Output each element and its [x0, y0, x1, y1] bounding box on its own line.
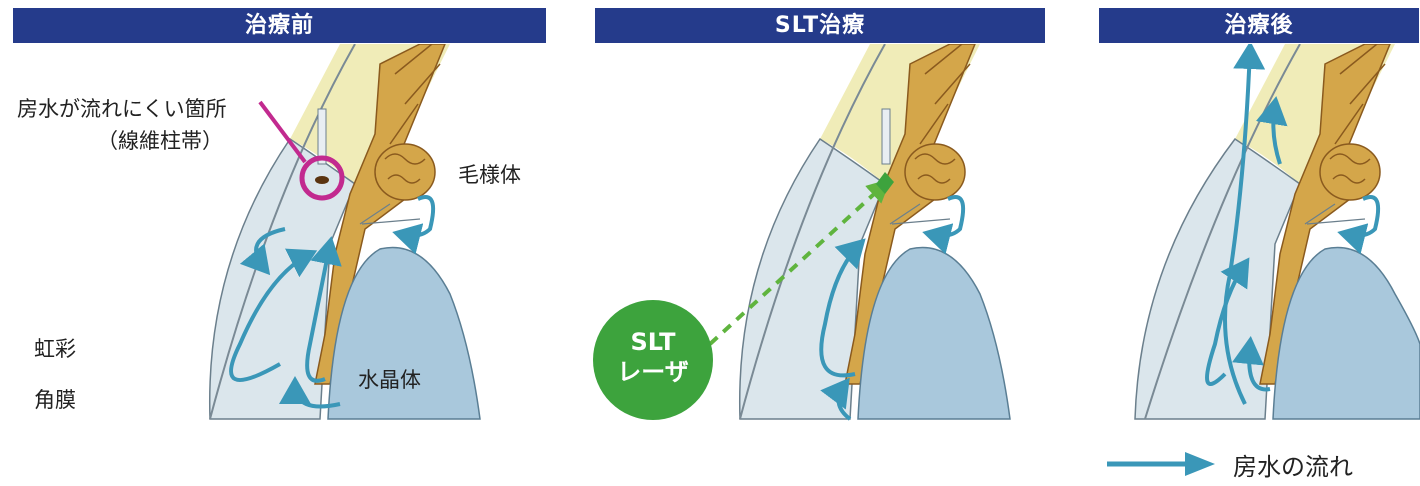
- eye-diagram-slt: [708, 44, 1011, 421]
- slt-laser-badge: [593, 300, 713, 420]
- eye-diagram-before: [208, 44, 481, 420]
- label-lens: 水晶体: [358, 368, 421, 392]
- highlight-pointer: [258, 100, 307, 164]
- legend: 房水の流れ: [1105, 442, 1405, 482]
- laser-beam: [708, 178, 891, 346]
- highlight-circle: [299, 155, 345, 201]
- panel-title-after: 治療後: [1099, 8, 1419, 43]
- ciliary-body: [1319, 143, 1381, 201]
- label-ciliary-body: 毛様体: [458, 163, 521, 187]
- label-iris: 虹彩: [34, 337, 76, 361]
- ciliary-body: [374, 143, 436, 201]
- label-hard-flow: 房水が流れにくい箇所: [17, 97, 227, 121]
- legend-text: 房水の流れ: [1233, 453, 1353, 481]
- label-cornea: 角膜: [34, 388, 76, 412]
- cornea: [738, 137, 886, 420]
- eye-diagram-after: [1134, 44, 1420, 420]
- panel-title-before: 治療前: [13, 8, 546, 43]
- slt-laser-label: SLT レーザ: [593, 327, 713, 387]
- laser-label-line1: SLT: [630, 328, 676, 356]
- label-trabecular: （線維柱帯）: [97, 129, 223, 153]
- ciliary-body: [904, 143, 966, 201]
- laser-label-line2: レーザ: [617, 358, 689, 386]
- panel-title-slt: SLT治療: [595, 8, 1045, 43]
- flow-arrow-icon: [1107, 452, 1215, 476]
